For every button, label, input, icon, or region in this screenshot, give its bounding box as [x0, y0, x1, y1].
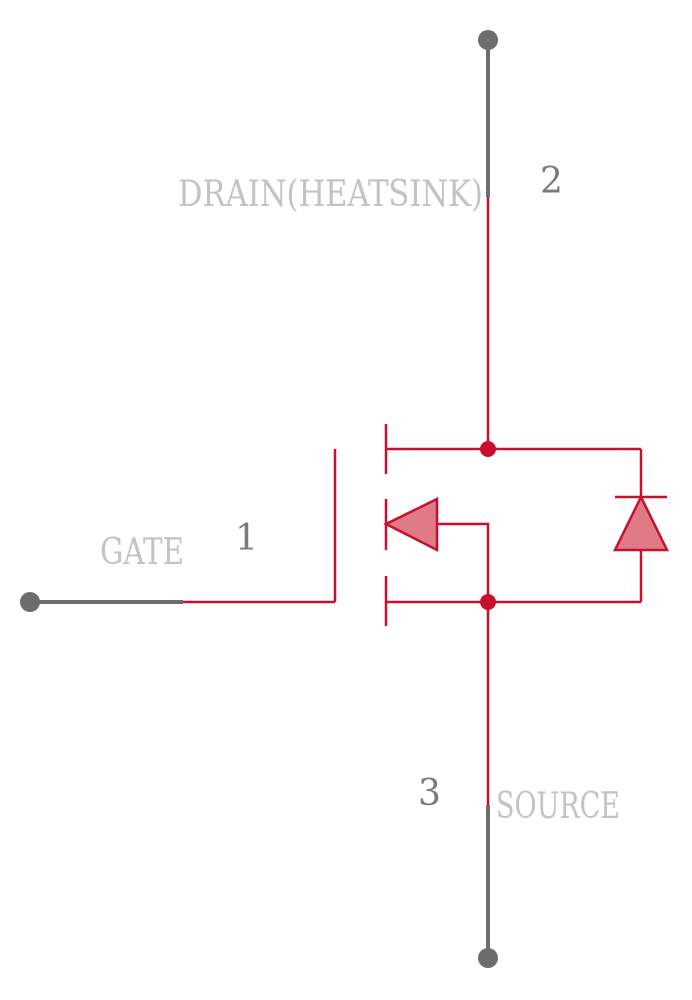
- source-junction-dot: [480, 594, 496, 610]
- body-connection: [437, 522, 490, 602]
- body-diode-arrow-icon: [383, 496, 439, 553]
- pin-leads: [30, 40, 490, 958]
- mosfet-body: [183, 197, 667, 805]
- source-pin-number: 3: [418, 773, 441, 814]
- drain-pin-endpoint[interactable]: [478, 30, 498, 50]
- gate-pin-endpoint[interactable]: [20, 592, 40, 612]
- body-diode-icon: [612, 494, 670, 552]
- pin-endpoints: [20, 30, 498, 968]
- gate-pin-number: 1: [235, 518, 258, 559]
- drain-junction-dot: [480, 441, 496, 457]
- gate-pin-name: GATE: [100, 532, 184, 573]
- drain-pin-number: 2: [540, 161, 563, 202]
- drain-pin-name: DRAIN(HEATSINK): [178, 174, 483, 215]
- source-pin-name: SOURCE: [496, 786, 620, 827]
- source-pin-endpoint[interactable]: [478, 948, 498, 968]
